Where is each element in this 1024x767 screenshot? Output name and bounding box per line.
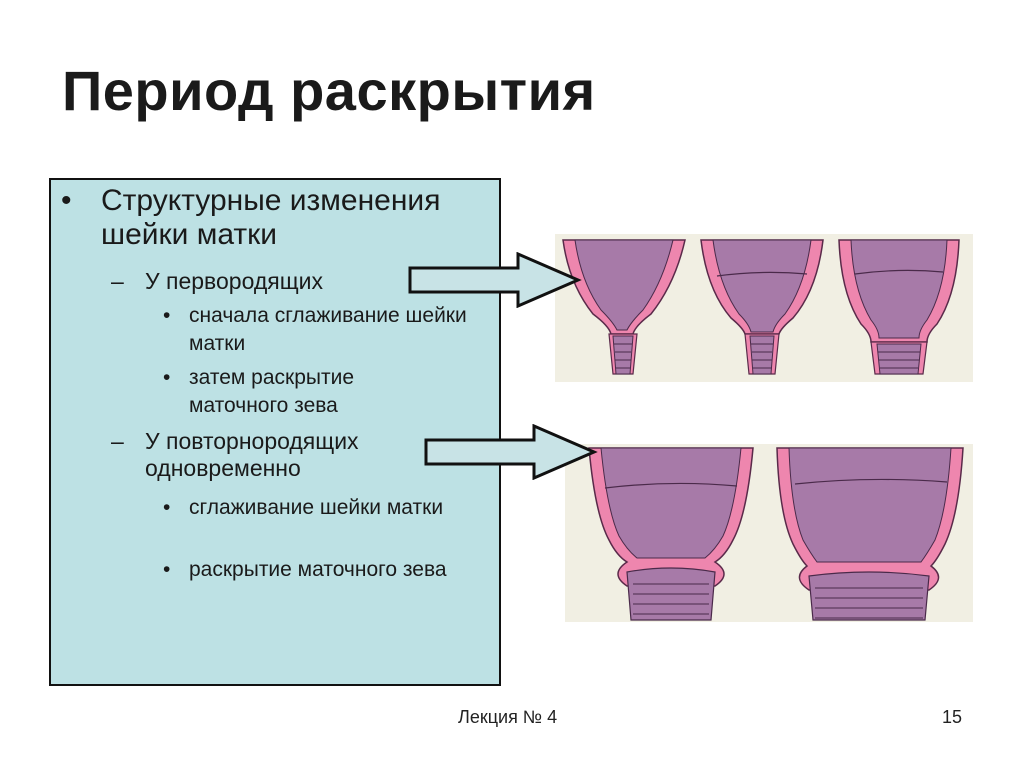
group1-item-2: затем раскрытие маточного зева (189, 366, 355, 417)
dot-marker: • (163, 304, 171, 327)
footer-page-number: 15 (942, 707, 963, 727)
content-box: • Структурные изменения шейки матки – У … (49, 178, 501, 686)
uterus-stage-2 (700, 239, 824, 375)
cervix-stages-nulliparous (555, 234, 973, 382)
cervix-stages-multiparous (565, 444, 973, 622)
dot-marker: • (163, 558, 171, 581)
dash-marker: – (111, 268, 124, 294)
bullet-structural-changes: Структурные изменения шейки матки (101, 184, 441, 251)
group2-item-1: сглаживание шейки матки (189, 496, 444, 519)
uterus-stage-1 (562, 239, 686, 375)
uterus-multi-stage-1 (588, 447, 754, 621)
uterus-multi-stage-2 (776, 447, 964, 621)
dot-marker: • (163, 496, 171, 519)
right-arrow-icon (408, 252, 582, 308)
footer-lecture: Лекция № 4 (458, 707, 558, 727)
uterus-stage-3 (838, 239, 960, 375)
group1-label: У первородящих (145, 268, 324, 294)
bullet-marker: • (61, 184, 72, 217)
group2-label: У повторнородящих одновременно (145, 428, 359, 481)
slide-title: Период раскрытия (62, 59, 596, 122)
group2-item-2: раскрытие маточного зева (189, 558, 447, 581)
dash-marker: – (111, 428, 124, 454)
group1-item-1: сначала сглаживание шейки матки (189, 304, 467, 355)
right-arrow-icon (424, 424, 598, 480)
dot-marker: • (163, 366, 171, 389)
